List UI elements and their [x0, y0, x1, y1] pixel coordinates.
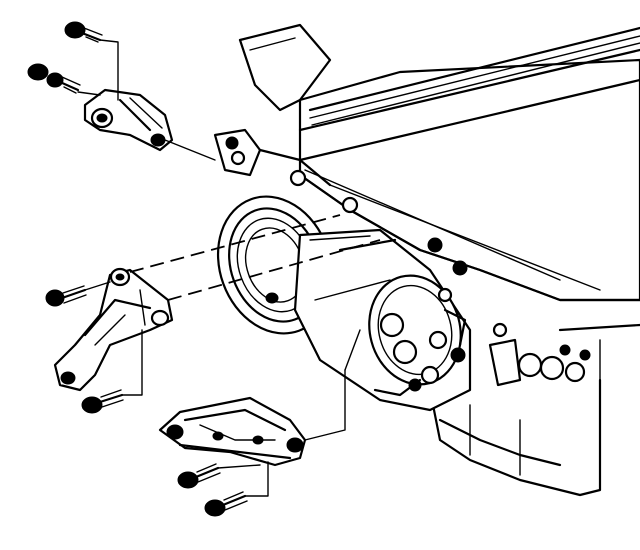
bolt-upper-1 — [64, 21, 103, 43]
intake-manifold — [298, 26, 640, 302]
upper-bracket — [83, 88, 174, 152]
bolt-lower-2 — [204, 491, 248, 517]
compressor — [216, 195, 472, 412]
middle-bracket-assembly — [45, 214, 381, 414]
bolt-middle-1 — [45, 285, 87, 307]
bolt-upper-2 — [27, 63, 81, 94]
engine-block — [213, 23, 640, 497]
lower-bracket-assembly — [158, 329, 361, 517]
upper-bracket-assembly — [27, 21, 216, 161]
middle-bracket — [53, 267, 174, 392]
bolt-middle-2 — [81, 389, 124, 414]
lower-bracket — [158, 396, 307, 467]
bolt-lower-1 — [177, 463, 221, 489]
